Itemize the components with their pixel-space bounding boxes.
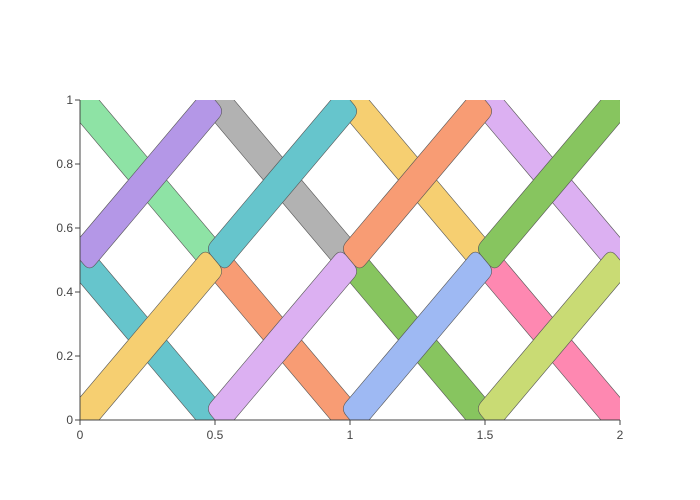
y-tick-label: 0.6: [56, 221, 73, 235]
band-10: [343, 100, 492, 269]
band-15: [478, 251, 620, 420]
x-tick-label: 0.5: [207, 428, 224, 442]
y-tick-label: 0: [66, 413, 73, 427]
band-14: [343, 251, 492, 420]
band-layer: [80, 100, 620, 420]
band-9: [208, 100, 357, 269]
y-tick-label: 0.2: [56, 349, 73, 363]
x-tick-label: 1.5: [477, 428, 494, 442]
band-8: [80, 100, 222, 269]
y-tick-label: 0.8: [56, 157, 73, 171]
x-tick-label: 0: [77, 428, 84, 442]
y-tick-label: 1: [66, 93, 73, 107]
x-tick-label: 2: [617, 428, 624, 442]
x-axis-ticks: 0 0.5 1 1.5 2: [77, 420, 624, 442]
band-12: [80, 251, 222, 420]
band-13: [208, 251, 357, 420]
y-axis-ticks: 0 0.2 0.4 0.6 0.8 1: [56, 93, 80, 427]
band-11: [478, 100, 620, 269]
x-tick-label: 1: [347, 428, 354, 442]
y-tick-label: 0.4: [56, 285, 73, 299]
